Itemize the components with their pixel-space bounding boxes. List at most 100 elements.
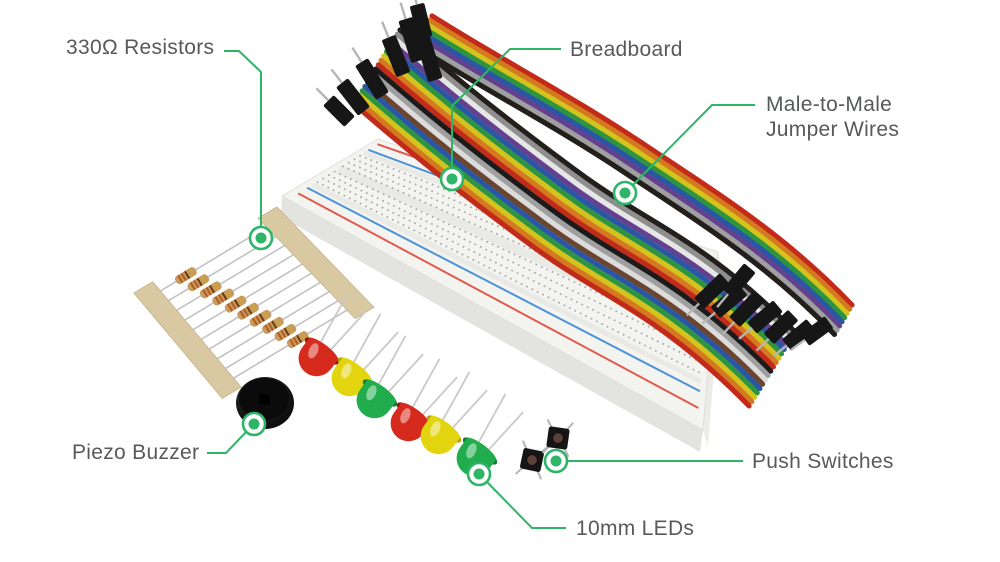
connector-housing [336, 79, 370, 115]
push-switches-photo [515, 418, 574, 480]
resistor-band [180, 272, 187, 282]
piezo-buzzer-callout-line [207, 431, 247, 454]
piezo-buzzer-label: Piezo Buzzer [72, 441, 200, 464]
breadboard-rail-red [297, 192, 699, 409]
switch-leg [563, 448, 570, 458]
connector-housing [747, 301, 783, 333]
resistor-band [283, 327, 290, 336]
led-row [298, 293, 524, 477]
led-top [341, 357, 371, 381]
jumper-wire-strand [367, 75, 768, 383]
connector-housing [764, 310, 798, 344]
resistor-band [271, 320, 278, 329]
connector-pin [772, 344, 788, 358]
switch-leg [515, 467, 523, 475]
led-highlight [400, 408, 411, 424]
led-highlight [430, 421, 441, 437]
led-lead [450, 389, 488, 431]
led-top [366, 379, 396, 403]
connector [721, 291, 765, 336]
jumper-wire-connectors [315, 0, 833, 358]
resistor-band [202, 289, 209, 298]
connector [790, 316, 833, 351]
connector [315, 87, 355, 127]
jumper-wire-strand [421, 26, 848, 321]
leds-marker [466, 461, 492, 487]
led-lead [420, 376, 458, 418]
resistors-marker [248, 225, 274, 251]
resistor-band [177, 274, 184, 284]
breadboard-callout-line [451, 48, 561, 168]
led-lead [376, 335, 407, 387]
connector [398, 2, 426, 63]
jumper-wire-ribbon [351, 13, 855, 409]
led-dome [390, 403, 430, 442]
connector-housing [415, 36, 443, 82]
connector [772, 319, 816, 358]
connector-pin [716, 293, 729, 308]
jumper-wire-strand [365, 79, 766, 387]
jumper-wires-label-line2: Jumper Wires [766, 118, 900, 141]
resistor-lead [161, 238, 296, 320]
connector [330, 68, 370, 115]
connector-pin [381, 21, 390, 38]
led-lead [440, 371, 471, 423]
jumper-wires-callout-line [632, 104, 755, 186]
led-lead [486, 411, 524, 453]
switch-leg [546, 418, 553, 428]
resistor-band [200, 275, 207, 284]
led-yellow [420, 371, 488, 455]
connector-pin [738, 327, 753, 340]
connector-housing [410, 3, 432, 39]
resistor-band [267, 322, 274, 331]
resistor-band [289, 338, 296, 348]
breadboard-hole-row [333, 170, 705, 343]
piezo-buzzer-marker [241, 411, 267, 437]
jumper-wire-strand [411, 42, 838, 337]
resistor-band [292, 336, 299, 346]
led-dome [356, 380, 396, 419]
led-lead [410, 358, 441, 410]
resistor-band [208, 284, 216, 294]
connector-housing [355, 58, 389, 100]
resistor-tape [257, 206, 375, 320]
jumper-wire-strand [397, 27, 798, 335]
connector-housing [723, 263, 755, 299]
resistor-band [250, 303, 257, 312]
jumper-wire-strand [356, 92, 758, 400]
connector-housing [694, 273, 730, 309]
jumper-wires-marker [612, 180, 638, 206]
led-red [390, 358, 458, 442]
switch-button [526, 454, 538, 466]
breadboard-groove [311, 182, 702, 384]
connector [381, 21, 410, 77]
resistor-band [258, 313, 265, 322]
resistor-band [184, 270, 191, 279]
resistor-band [193, 279, 200, 289]
connector [716, 263, 755, 308]
connector [738, 301, 783, 340]
resistor-band [275, 317, 282, 327]
push-switches-label: Push Switches [752, 450, 894, 473]
resistor-band [251, 317, 258, 326]
led-lead [351, 313, 382, 365]
resistor-band [189, 281, 196, 291]
led-green [356, 335, 424, 419]
resistor-band [246, 306, 253, 315]
connector-housing [729, 291, 765, 327]
resistor-band [230, 301, 237, 310]
led-dome [420, 416, 460, 455]
resistor-band [196, 277, 203, 287]
led-green [456, 393, 524, 477]
jumper-wire-strand [359, 88, 760, 396]
switch-leg [536, 471, 543, 480]
resistor-band [233, 299, 240, 308]
breadboard-side-face [281, 196, 703, 452]
connector-pin [315, 87, 330, 102]
connector-housing [801, 316, 833, 346]
led-top [430, 415, 460, 439]
jumper-wire-strand [351, 101, 752, 409]
buzzer-hole [258, 393, 271, 405]
resistor-tape [133, 281, 242, 399]
